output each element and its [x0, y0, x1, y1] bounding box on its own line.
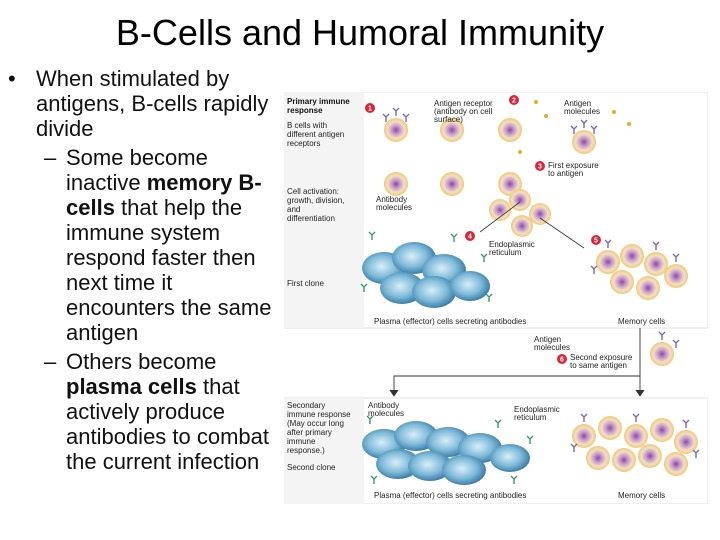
memory-cell-mid [650, 331, 680, 366]
svg-text:6: 6 [560, 357, 564, 364]
sub2-bold: plasma cells [66, 374, 197, 399]
svg-text:2: 2 [512, 98, 516, 105]
sub2-text-a: Others become [66, 349, 217, 374]
first-clone-label: First clone [287, 279, 324, 288]
antigen-molecules-top [518, 100, 631, 154]
memory-cells-label: Memory cells [618, 317, 665, 326]
dash-icon: – [44, 349, 57, 374]
sub1-bold: memory B-cells [66, 170, 262, 220]
sub2-text-b: that actively produce antibodies to comb… [66, 374, 270, 474]
step-badge-2: 2 [509, 95, 519, 105]
sub-bullet-memory-text: Some become inactive memory B-cells that… [66, 145, 280, 345]
bullet-main-text: When stimulated by antigens, B-cells rap… [36, 66, 269, 141]
sub1-text-b: that help the immune system respond fast… [66, 195, 272, 345]
plasma-caption-2: Plasma (effector) cells secreting antibo… [374, 491, 526, 500]
primary-label-strip [284, 92, 364, 328]
sub-bullet-plasma: – Others become plasma cells that active… [44, 349, 280, 474]
plasma-caption: Plasma (effector) cells secreting antibo… [374, 317, 526, 326]
dash-icon: – [44, 145, 57, 170]
bullet-dot-icon: • [8, 66, 16, 91]
step-badge-4: 4 [465, 231, 475, 241]
flow-arrows [389, 328, 645, 397]
memory-cluster-bottom [570, 413, 700, 476]
bullet-main: • When stimulated by antigens, B-cells r… [8, 66, 280, 141]
plasma-cluster-top [360, 231, 493, 308]
svg-text:5: 5 [594, 238, 598, 245]
step-badge-5: 5 [591, 235, 601, 245]
slide-title: B-Cells and Humoral Immunity [115, 12, 605, 53]
sub1-text-a: Some become inactive [66, 145, 208, 195]
arrows-top [479, 201, 585, 249]
plasma-cluster-bottom [362, 415, 534, 485]
activated-cluster [489, 189, 551, 237]
secondary-label-strip [284, 398, 364, 504]
svg-text:4: 4 [468, 234, 472, 241]
sub-bullet-plasma-text: Others become plasma cells that actively… [66, 349, 280, 474]
svg-text:3: 3 [538, 164, 542, 171]
bullet-list: • When stimulated by antigens, B-cells r… [8, 66, 280, 474]
step-badge-6: 6 [557, 354, 567, 364]
memory-cluster-top [590, 239, 688, 300]
step-badge-3: 3 [535, 161, 545, 171]
second-clone-label: Second clone [287, 463, 336, 472]
sub-bullet-memory: – Some become inactive memory B-cells th… [44, 145, 280, 345]
step-badge-1: 1 [365, 103, 375, 113]
memory-cells-label-2: Memory cells [618, 491, 665, 500]
svg-text:1: 1 [368, 106, 372, 113]
